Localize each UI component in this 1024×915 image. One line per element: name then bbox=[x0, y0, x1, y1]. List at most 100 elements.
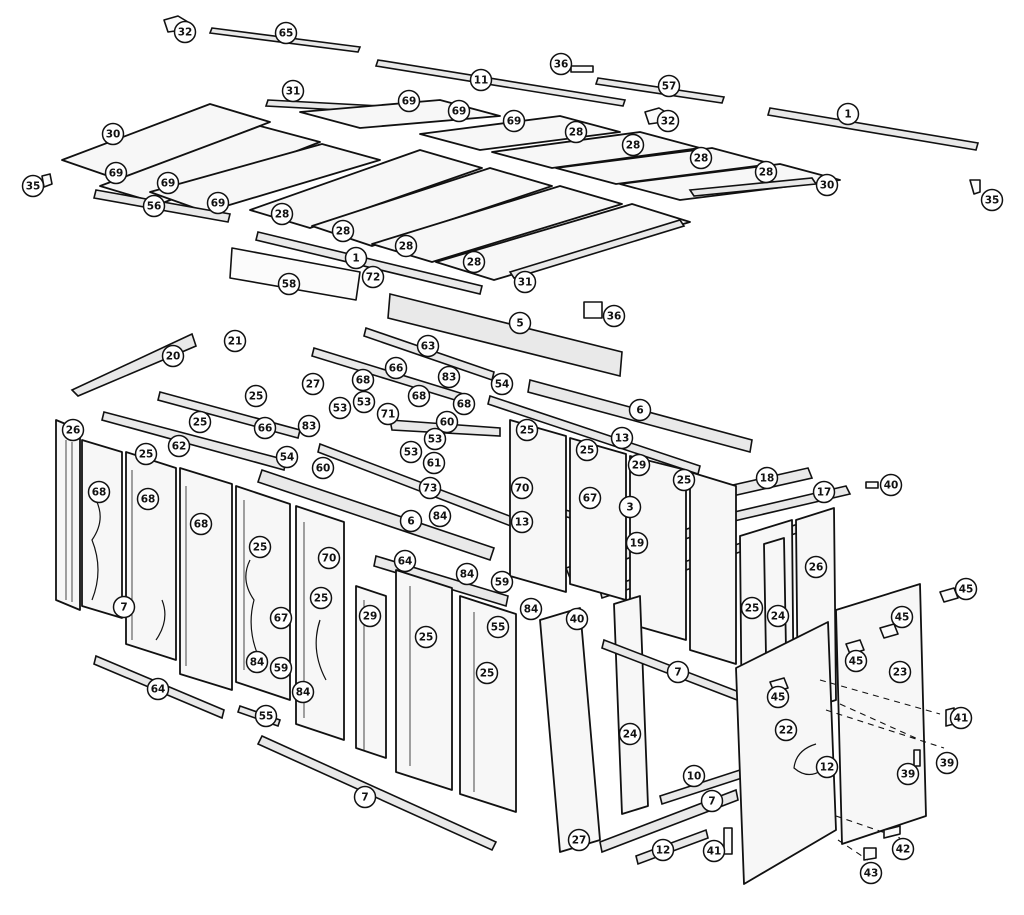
callout-circle bbox=[173, 20, 197, 44]
callout-label: 53 bbox=[333, 403, 348, 415]
callout-circle bbox=[689, 146, 713, 170]
callout-label: 59 bbox=[274, 663, 289, 675]
callout-59: 59 bbox=[490, 570, 514, 594]
callout-circle bbox=[416, 334, 440, 358]
roof-panel-30-left bbox=[61, 103, 271, 181]
callout-26: 26 bbox=[804, 555, 828, 579]
callout-circle bbox=[253, 416, 277, 440]
callout-label: 13 bbox=[515, 517, 530, 529]
callout-circle bbox=[384, 356, 408, 380]
callout-circle bbox=[422, 451, 446, 475]
callout-circle bbox=[502, 109, 526, 133]
callout-23: 23 bbox=[888, 660, 912, 684]
callout-label: 73 bbox=[423, 483, 438, 495]
callout-circle bbox=[513, 270, 537, 294]
callout-24: 24 bbox=[618, 722, 642, 746]
callout-label: 69 bbox=[507, 116, 522, 128]
callout-36: 36 bbox=[602, 304, 626, 328]
callout-circle bbox=[452, 392, 476, 416]
callout-circle bbox=[618, 495, 642, 519]
callout-label: 69 bbox=[402, 96, 417, 108]
callout-label: 83 bbox=[302, 421, 317, 433]
callout-28: 28 bbox=[394, 234, 418, 258]
callout-circle bbox=[754, 160, 778, 184]
callout-circle bbox=[949, 706, 973, 730]
callout-25: 25 bbox=[515, 418, 539, 442]
callout-32: 32 bbox=[656, 109, 680, 133]
callout-circle bbox=[269, 656, 293, 680]
callout-label: 41 bbox=[954, 713, 969, 725]
callout-circle bbox=[549, 52, 573, 76]
torn-edge-left bbox=[91, 499, 327, 681]
callout-45: 45 bbox=[954, 577, 978, 601]
callout-label: 27 bbox=[306, 379, 321, 391]
back-wall-panel-d bbox=[689, 471, 737, 665]
callout-circle bbox=[859, 861, 883, 885]
callout-label: 31 bbox=[518, 277, 533, 289]
callout-72: 72 bbox=[361, 265, 385, 289]
callout-circle bbox=[317, 546, 341, 570]
callout-59: 59 bbox=[269, 656, 293, 680]
callout-54: 54 bbox=[275, 445, 299, 469]
callout-label: 71 bbox=[381, 409, 396, 421]
callout-label: 1 bbox=[352, 253, 359, 265]
callout-label: 61 bbox=[427, 458, 442, 470]
left-wall-panel-29 bbox=[355, 585, 387, 759]
callout-circle bbox=[510, 510, 534, 534]
callout-circle bbox=[621, 133, 645, 157]
callout-62: 62 bbox=[167, 434, 191, 458]
callout-circle bbox=[146, 677, 170, 701]
callout-label: 19 bbox=[630, 538, 645, 550]
callout-58: 58 bbox=[277, 272, 301, 296]
callout-label: 69 bbox=[211, 198, 226, 210]
callout-label: 45 bbox=[849, 656, 864, 668]
callout-28: 28 bbox=[564, 120, 588, 144]
callout-circle bbox=[244, 384, 268, 408]
callout-circle bbox=[136, 487, 160, 511]
callout-39: 39 bbox=[896, 762, 920, 786]
callout-label: 68 bbox=[457, 399, 472, 411]
part-42-bracket bbox=[883, 825, 901, 839]
callout-circle bbox=[844, 649, 868, 673]
door-torn-edge bbox=[793, 743, 823, 776]
callout-label: 7 bbox=[708, 796, 715, 808]
callout-circle bbox=[414, 625, 438, 649]
callout-84: 84 bbox=[291, 680, 315, 704]
callout-circle bbox=[301, 372, 325, 396]
callout-circle bbox=[418, 476, 442, 500]
callout-30: 30 bbox=[101, 122, 125, 146]
callout-label: 29 bbox=[363, 611, 378, 623]
callout-label: 54 bbox=[280, 452, 295, 464]
callout-circle bbox=[625, 531, 649, 555]
callout-circle bbox=[269, 606, 293, 630]
callout-circle bbox=[815, 173, 839, 197]
callout-29: 29 bbox=[358, 604, 382, 628]
callout-69: 69 bbox=[502, 109, 526, 133]
callout-label: 84 bbox=[296, 687, 311, 699]
part-58-beam bbox=[229, 247, 361, 301]
callout-label: 28 bbox=[759, 167, 774, 179]
callout-circle bbox=[358, 604, 382, 628]
callout-69: 69 bbox=[206, 191, 230, 215]
callout-circle bbox=[462, 250, 486, 274]
callout-25: 25 bbox=[188, 410, 212, 434]
callout-53: 53 bbox=[352, 390, 376, 414]
callout-25: 25 bbox=[672, 468, 696, 492]
callout-label: 25 bbox=[677, 475, 692, 487]
callout-label: 67 bbox=[583, 493, 598, 505]
callout-45: 45 bbox=[766, 685, 790, 709]
callout-label: 59 bbox=[495, 577, 510, 589]
callout-61: 61 bbox=[422, 451, 446, 475]
callout-label: 25 bbox=[419, 632, 434, 644]
callout-circle bbox=[515, 418, 539, 442]
callout-7: 7 bbox=[666, 660, 690, 684]
callout-label: 55 bbox=[259, 711, 274, 723]
callout-circle bbox=[578, 486, 602, 510]
callout-label: 62 bbox=[172, 441, 187, 453]
part-39-handle bbox=[913, 749, 921, 767]
callout-84: 84 bbox=[455, 562, 479, 586]
callout-25: 25 bbox=[248, 535, 272, 559]
callout-label: 69 bbox=[452, 106, 467, 118]
callout-label: 28 bbox=[694, 153, 709, 165]
callout-label: 55 bbox=[491, 622, 506, 634]
